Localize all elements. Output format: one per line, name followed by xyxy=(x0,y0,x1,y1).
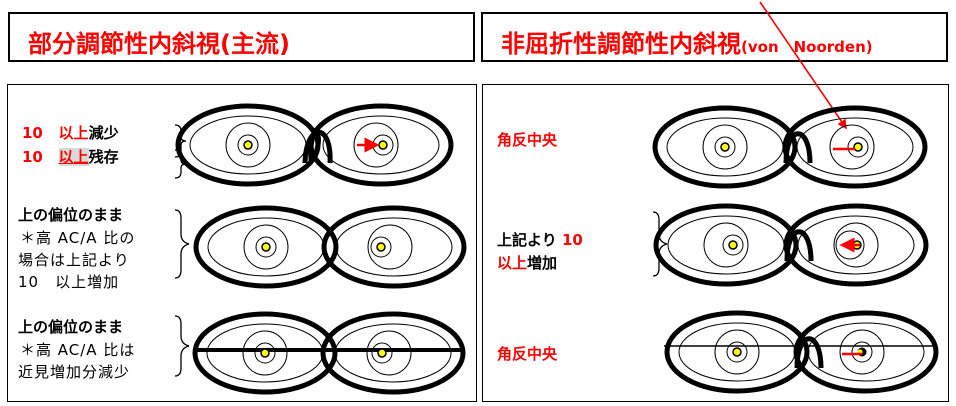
brace-right-2 xyxy=(652,211,668,277)
eye-right-1-r xyxy=(702,124,748,170)
right-title-box: 非屈折性調節性内斜視(von Noorden) xyxy=(481,12,948,62)
right-row1-label: 角反中央 xyxy=(497,131,558,149)
eye-left-2-l xyxy=(367,224,413,270)
eye-left-1-l xyxy=(353,122,399,168)
glasses-right-3 xyxy=(664,310,939,394)
left-row1-line2: 10 以上残存 xyxy=(22,148,119,166)
brace-left-1b xyxy=(174,149,187,179)
glasses-right-2 xyxy=(653,203,929,287)
left-row3-note2: 近見増加分減少 xyxy=(18,363,131,381)
right-title-sub: (von Noorden) xyxy=(741,38,873,56)
brace-left-3 xyxy=(174,315,190,377)
right-title-main: 非屈折性調節性内斜視 xyxy=(501,30,741,58)
eye-right-3-r xyxy=(714,329,760,375)
brace-left-2 xyxy=(174,209,190,279)
left-row2-heading: 上の偏位のまま xyxy=(18,206,124,224)
pointer-line xyxy=(759,1,847,130)
left-row2-note1: ＊高 AC/A 比の xyxy=(20,229,136,247)
eye-right-2-r xyxy=(703,222,749,268)
eye-left-2-r xyxy=(243,224,289,270)
left-row1-line1: 10 以上減少 xyxy=(22,124,119,142)
eye-right-1-l xyxy=(829,124,875,170)
glasses-left-1 xyxy=(175,103,454,187)
glasses-left-3 xyxy=(192,311,466,395)
left-title-box: 部分調節性内斜視(主流) xyxy=(8,12,475,62)
left-row3-note1: ＊高 AC/A 比は xyxy=(20,341,136,359)
eye-left-1-r xyxy=(225,122,271,168)
right-row2-line2: 以上増加 xyxy=(497,254,558,272)
left-title: 部分調節性内斜視(主流) xyxy=(28,30,290,58)
left-row3-heading: 上の偏位のまま xyxy=(18,318,124,336)
left-row2-note3: 10 以上増加 xyxy=(18,273,120,291)
right-title: 非屈折性調節性内斜視(von Noorden) xyxy=(501,24,873,59)
right-row3-label: 角反中央 xyxy=(497,345,558,363)
glasses-right-1 xyxy=(652,105,928,189)
eye-left-3-r xyxy=(242,330,288,376)
right-row2-line1: 上記より 10 xyxy=(497,231,583,249)
eye-left-3-l xyxy=(366,330,412,376)
eye-right-2-l xyxy=(833,222,879,268)
left-row2-note2: 場合は上記より xyxy=(18,251,130,269)
glasses-left-2 xyxy=(193,205,467,289)
eye-right-3-l xyxy=(839,329,885,375)
